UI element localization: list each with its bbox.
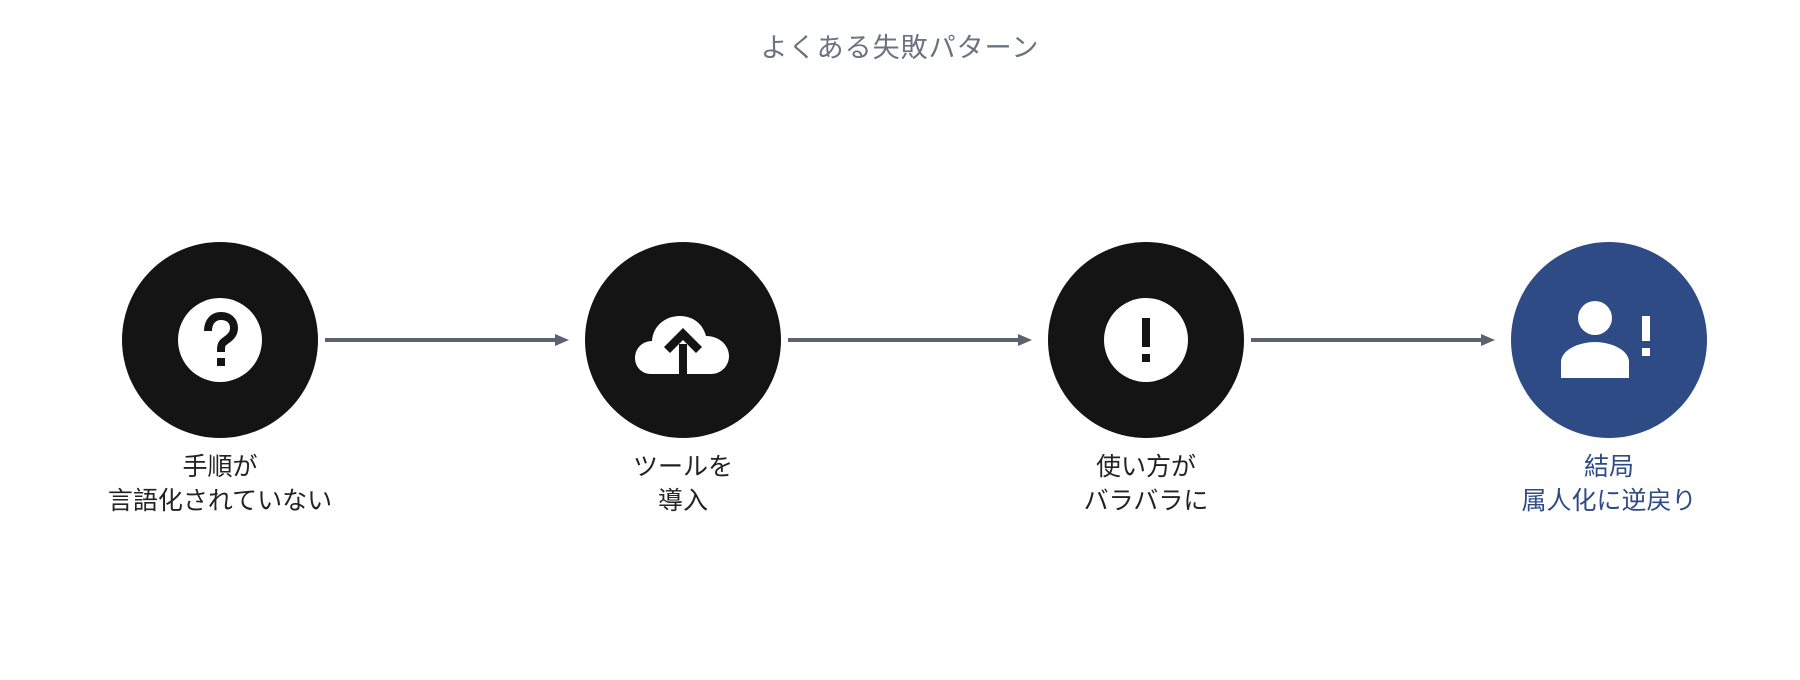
- diagram-title: よくある失敗パターン: [760, 33, 1040, 64]
- step-4-label-line1: 結局: [1583, 452, 1634, 481]
- step-3-label-line2: バラバラに: [1083, 486, 1209, 515]
- exclamation-icon: [1104, 298, 1188, 382]
- arrow-2: [788, 332, 1033, 348]
- step-2-label: ツールを 導入: [633, 450, 733, 518]
- step-3: 使い方が バラバラに: [966, 242, 1326, 518]
- step-4-circle: [1511, 242, 1707, 438]
- step-2: ツールを 導入: [503, 242, 863, 518]
- question-icon: [178, 298, 262, 382]
- step-2-label-line1: ツールを: [632, 452, 733, 481]
- step-4-label-line2: 属人化に逆戻り: [1521, 486, 1697, 515]
- cloud-upload-icon: [635, 316, 729, 376]
- person-alert-icon: [1561, 301, 1650, 378]
- step-1-label-line2: 言語化されていない: [107, 486, 333, 515]
- step-4-label: 結局 属人化に逆戻り: [1521, 450, 1696, 518]
- step-1-circle: [122, 242, 318, 438]
- step-1: 手順が 言語化されていない: [40, 242, 400, 518]
- step-1-label: 手順が 言語化されていない: [108, 450, 332, 518]
- step-4: 結局 属人化に逆戻り: [1429, 242, 1789, 518]
- arrow-3: [1251, 332, 1496, 348]
- step-3-circle: [1048, 242, 1244, 438]
- step-1-label-line1: 手順が: [182, 452, 258, 481]
- arrow-1: [325, 332, 570, 348]
- step-2-label-line2: 導入: [657, 486, 708, 515]
- step-3-label: 使い方が バラバラに: [1084, 450, 1209, 518]
- step-2-circle: [585, 242, 781, 438]
- step-3-label-line1: 使い方が: [1095, 452, 1196, 481]
